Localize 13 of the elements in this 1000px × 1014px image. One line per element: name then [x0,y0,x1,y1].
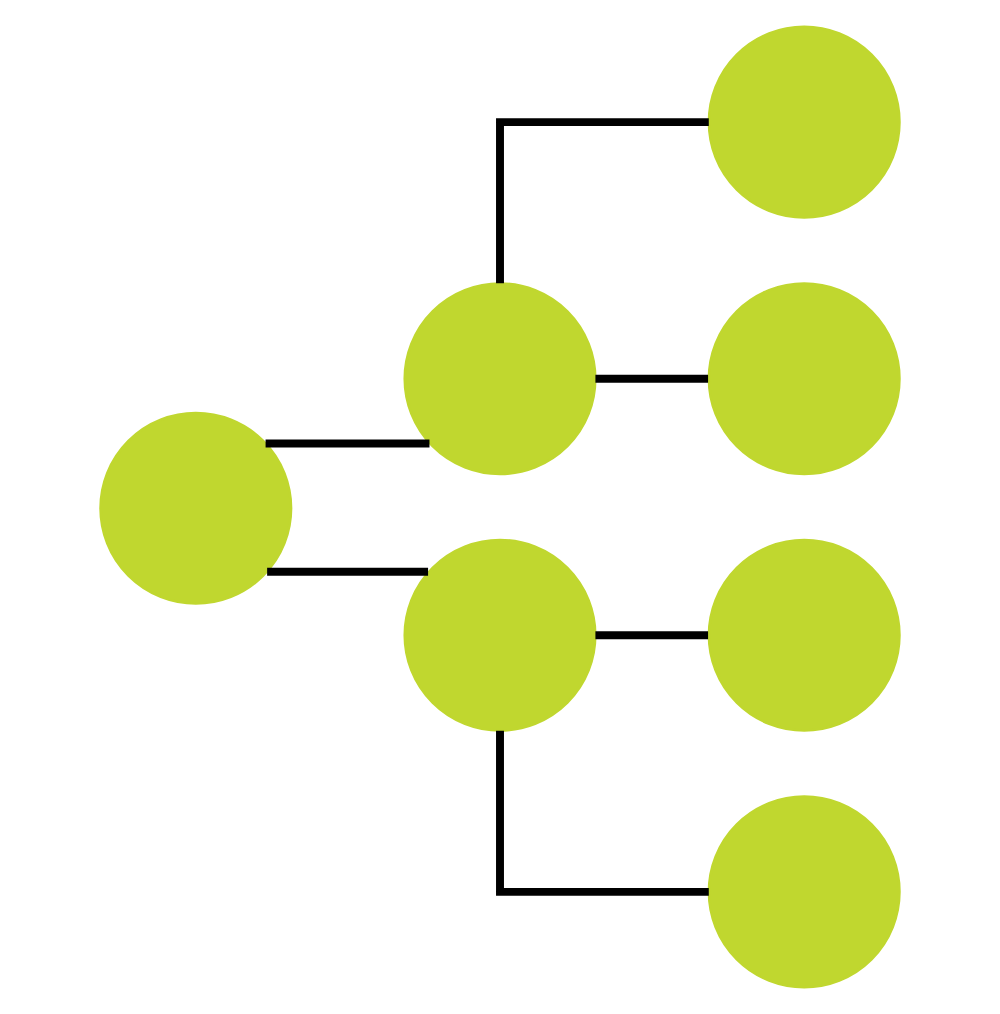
node-circle [403,282,597,476]
connector [595,631,709,640]
node-circle [707,538,901,732]
node-circle [99,411,293,605]
node-circle [707,25,901,219]
connector [496,118,709,284]
connector [496,730,709,896]
connector [595,374,709,383]
connector [267,567,429,576]
node-circle [707,282,901,476]
node-circle [403,538,597,732]
node-circle [707,795,901,989]
connector [265,439,430,448]
